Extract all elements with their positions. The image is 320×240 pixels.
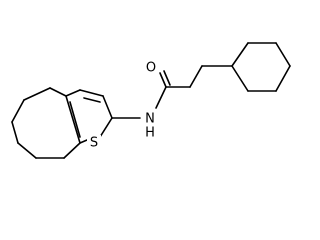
structure-drawing: O N H S bbox=[11, 42, 291, 159]
bond-c8-3 bbox=[11, 99, 25, 123]
bond-n-c bbox=[155, 86, 167, 109]
bond-cy-3 bbox=[275, 42, 291, 67]
bond-c8-7 bbox=[63, 142, 81, 159]
cyclohexane-ring bbox=[231, 42, 291, 92]
bond-c8-5 bbox=[17, 142, 37, 159]
bond-th-2 bbox=[102, 95, 113, 119]
bond-c-o-2 bbox=[163, 70, 171, 86]
thiophene-ring bbox=[65, 89, 113, 144]
nitrogen-label: N bbox=[145, 112, 155, 127]
amide-linkage bbox=[111, 65, 233, 119]
bond-c8-fuse bbox=[65, 95, 81, 144]
atom-labels: O N H S bbox=[87, 60, 158, 151]
bond-th-double-2 bbox=[69, 101, 81, 138]
bond-th-4 bbox=[79, 139, 88, 144]
bond-th-double-1 bbox=[83, 97, 101, 103]
bond-th-1b bbox=[79, 89, 104, 97]
molecule-canvas: O N H S bbox=[11, 42, 291, 159]
cyclooctane-ring bbox=[11, 87, 81, 159]
bond-th-3 bbox=[99, 117, 113, 138]
bond-th-1 bbox=[65, 89, 81, 97]
bond-c8-4 bbox=[11, 121, 19, 144]
bond-cy-1 bbox=[231, 42, 249, 67]
bond-c-o-1 bbox=[159, 72, 167, 88]
bond-c8-2 bbox=[23, 87, 51, 101]
sulfur-label: S bbox=[90, 136, 98, 151]
hydrogen-label: H bbox=[145, 126, 155, 141]
bond-cy-6 bbox=[231, 65, 249, 92]
bond-cy-4 bbox=[275, 65, 291, 92]
oxygen-label: O bbox=[146, 61, 156, 76]
bond-c8-1 bbox=[49, 87, 67, 97]
bond-ch2-ch2 bbox=[189, 65, 203, 88]
